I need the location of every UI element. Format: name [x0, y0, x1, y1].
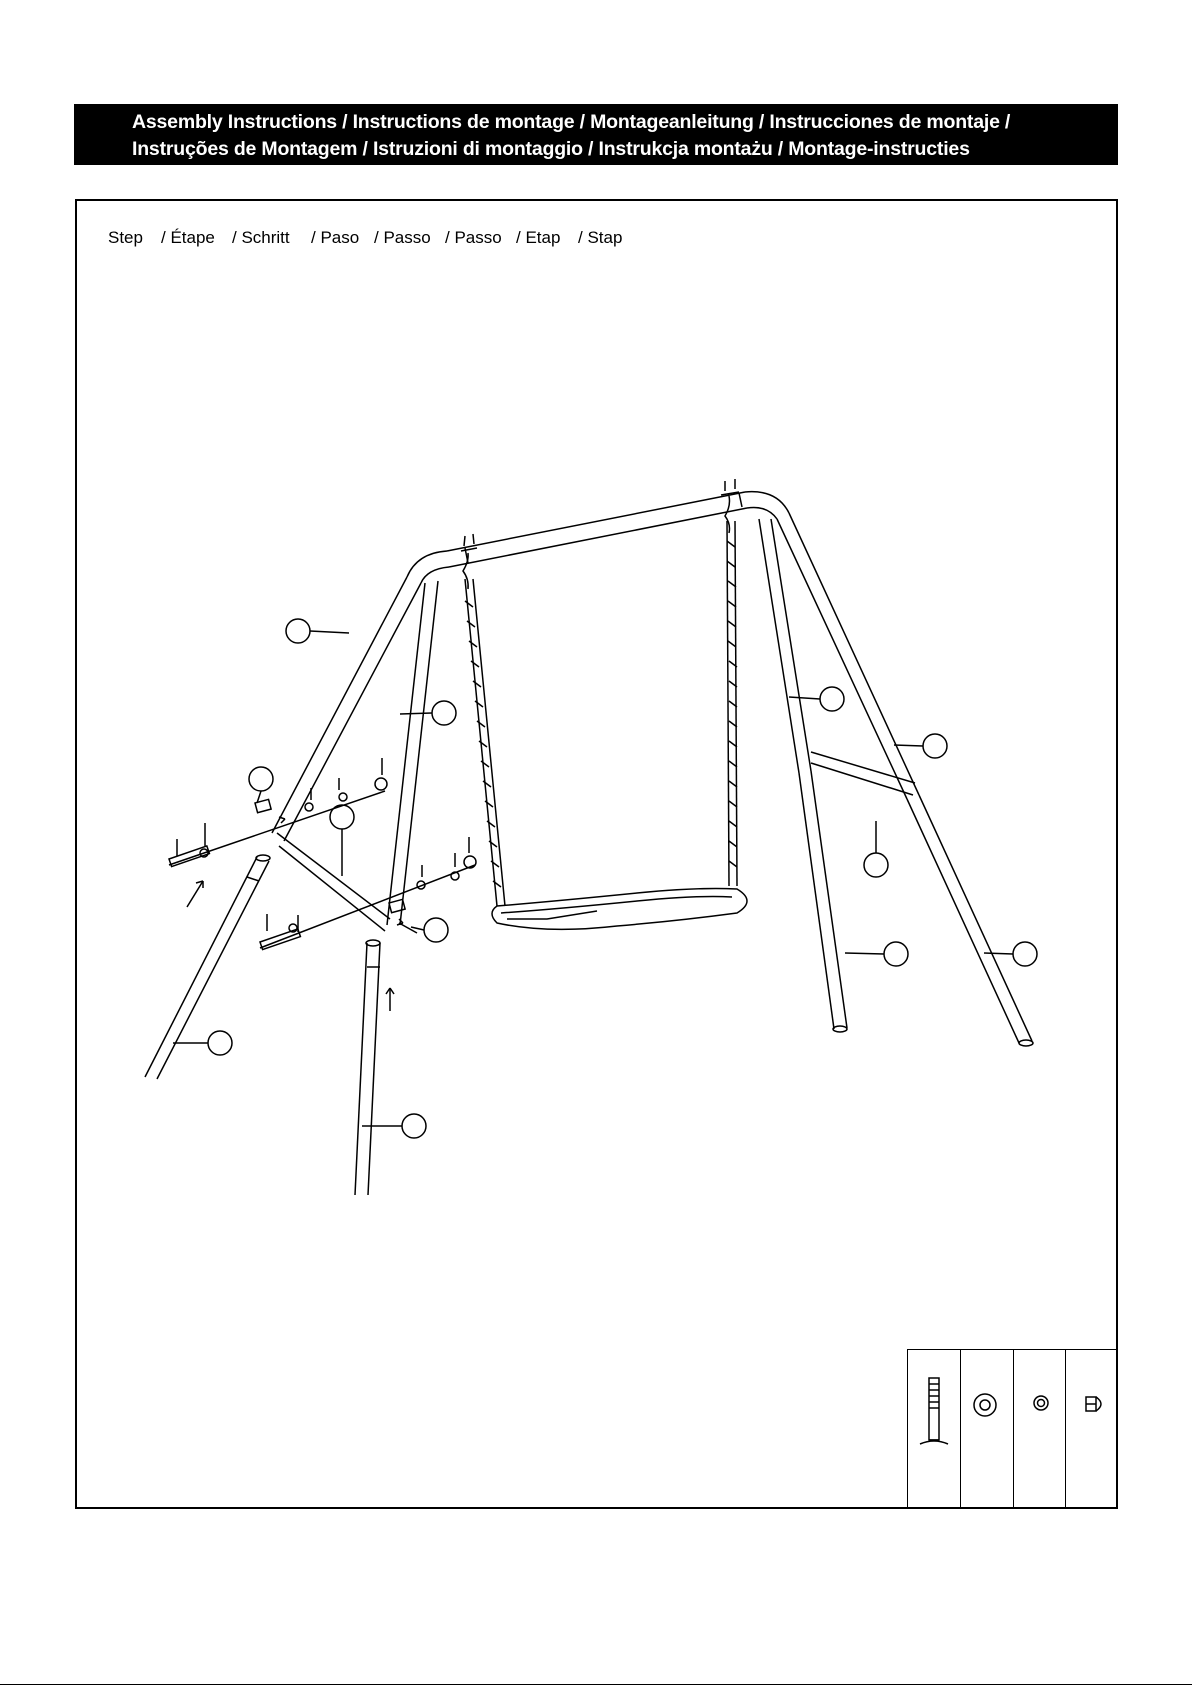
hardware-explode-lines — [169, 758, 476, 1011]
title-line-2: Instruções de Montagem / Istruzioni di m… — [132, 136, 1108, 163]
part-callouts — [173, 619, 1037, 1138]
swing-seat — [492, 889, 747, 930]
title-line-1: Assembly Instructions / Instructions de … — [132, 109, 1108, 136]
hardware-cell-bolt — [908, 1350, 961, 1509]
loose-leg-right — [355, 940, 380, 1195]
hardware-legend — [907, 1349, 1118, 1509]
small-washer-icon — [1014, 1350, 1066, 1508]
swing-ropes — [461, 479, 739, 906]
hardware-cell-small-washer — [1014, 1350, 1067, 1509]
large-washer-icon — [961, 1350, 1013, 1508]
bolt-icon — [908, 1350, 960, 1508]
left-a-frame — [272, 577, 438, 931]
swing-assembly-drawing — [77, 201, 1116, 1507]
assembly-step-panel: Step/ Étape/ Schritt/ Paso/ Passo/ Passo… — [75, 199, 1118, 1509]
title-bar: Assembly Instructions / Instructions de … — [74, 104, 1118, 165]
hardware-cell-large-washer — [961, 1350, 1014, 1509]
cap-nut-icon — [1066, 1350, 1118, 1508]
hardware-cell-cap-nut — [1066, 1350, 1118, 1509]
